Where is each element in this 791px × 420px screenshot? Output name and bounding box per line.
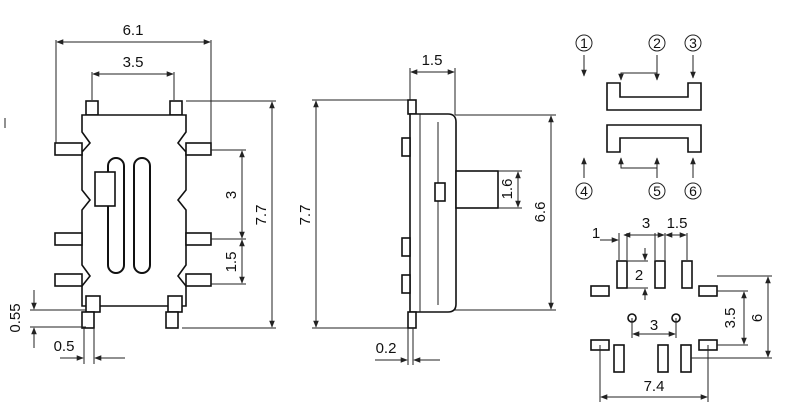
pin-label-5: 5 — [653, 183, 661, 199]
pin-label-1: 1 — [580, 35, 588, 51]
side-actuator — [455, 170, 499, 209]
top-pitch-dim: 3 — [223, 191, 240, 199]
top-slider — [94, 171, 116, 207]
fp-width-dim: 7.4 — [644, 378, 665, 395]
pin-label-4: 4 — [580, 183, 588, 199]
fp-height-dim: 6 — [749, 314, 766, 322]
pin-label-6: 6 — [689, 183, 697, 199]
top-view: 6.1 3.5 7.7 — [7, 22, 276, 364]
top-thickness-dim: 0.5 — [54, 338, 75, 355]
fp-pad-pitch-dim: 3 — [642, 215, 650, 232]
top-offset-dim: 0.55 — [7, 303, 24, 332]
fp-pad-width-dim: 1 — [592, 225, 600, 242]
fp-row-spacing-dim: 3.5 — [722, 308, 739, 329]
fp-pad-spacing-dim: 1.5 — [667, 215, 688, 232]
side-body-outline — [409, 113, 457, 313]
schematic: 1 2 3 4 5 6 — [575, 34, 702, 200]
fp-hole-pitch-dim: 3 — [650, 317, 658, 334]
top-inner-dim: 3.5 — [123, 54, 144, 71]
footprint: 1 3 1.5 2 3 3.5 — [590, 215, 772, 402]
fp-pad-height-dim: 2 — [635, 267, 643, 284]
side-body-dim: 6.6 — [532, 202, 549, 223]
side-terminal-dim: 0.2 — [376, 340, 397, 357]
side-view: 1.5 7.7 6.6 1.6 0.2 — [297, 52, 556, 365]
side-height-dim: 1.5 — [422, 52, 443, 69]
side-length-dim: 7.7 — [297, 205, 314, 226]
pin-label-2: 2 — [653, 35, 661, 51]
top-width-dim: 6.1 — [123, 22, 144, 39]
top-length-dim: 7.7 — [253, 205, 270, 226]
top-pinwidth-dim: 1.5 — [223, 252, 240, 273]
side-actuator-dim: 1.6 — [499, 179, 516, 200]
pin-label-3: 3 — [689, 35, 697, 51]
